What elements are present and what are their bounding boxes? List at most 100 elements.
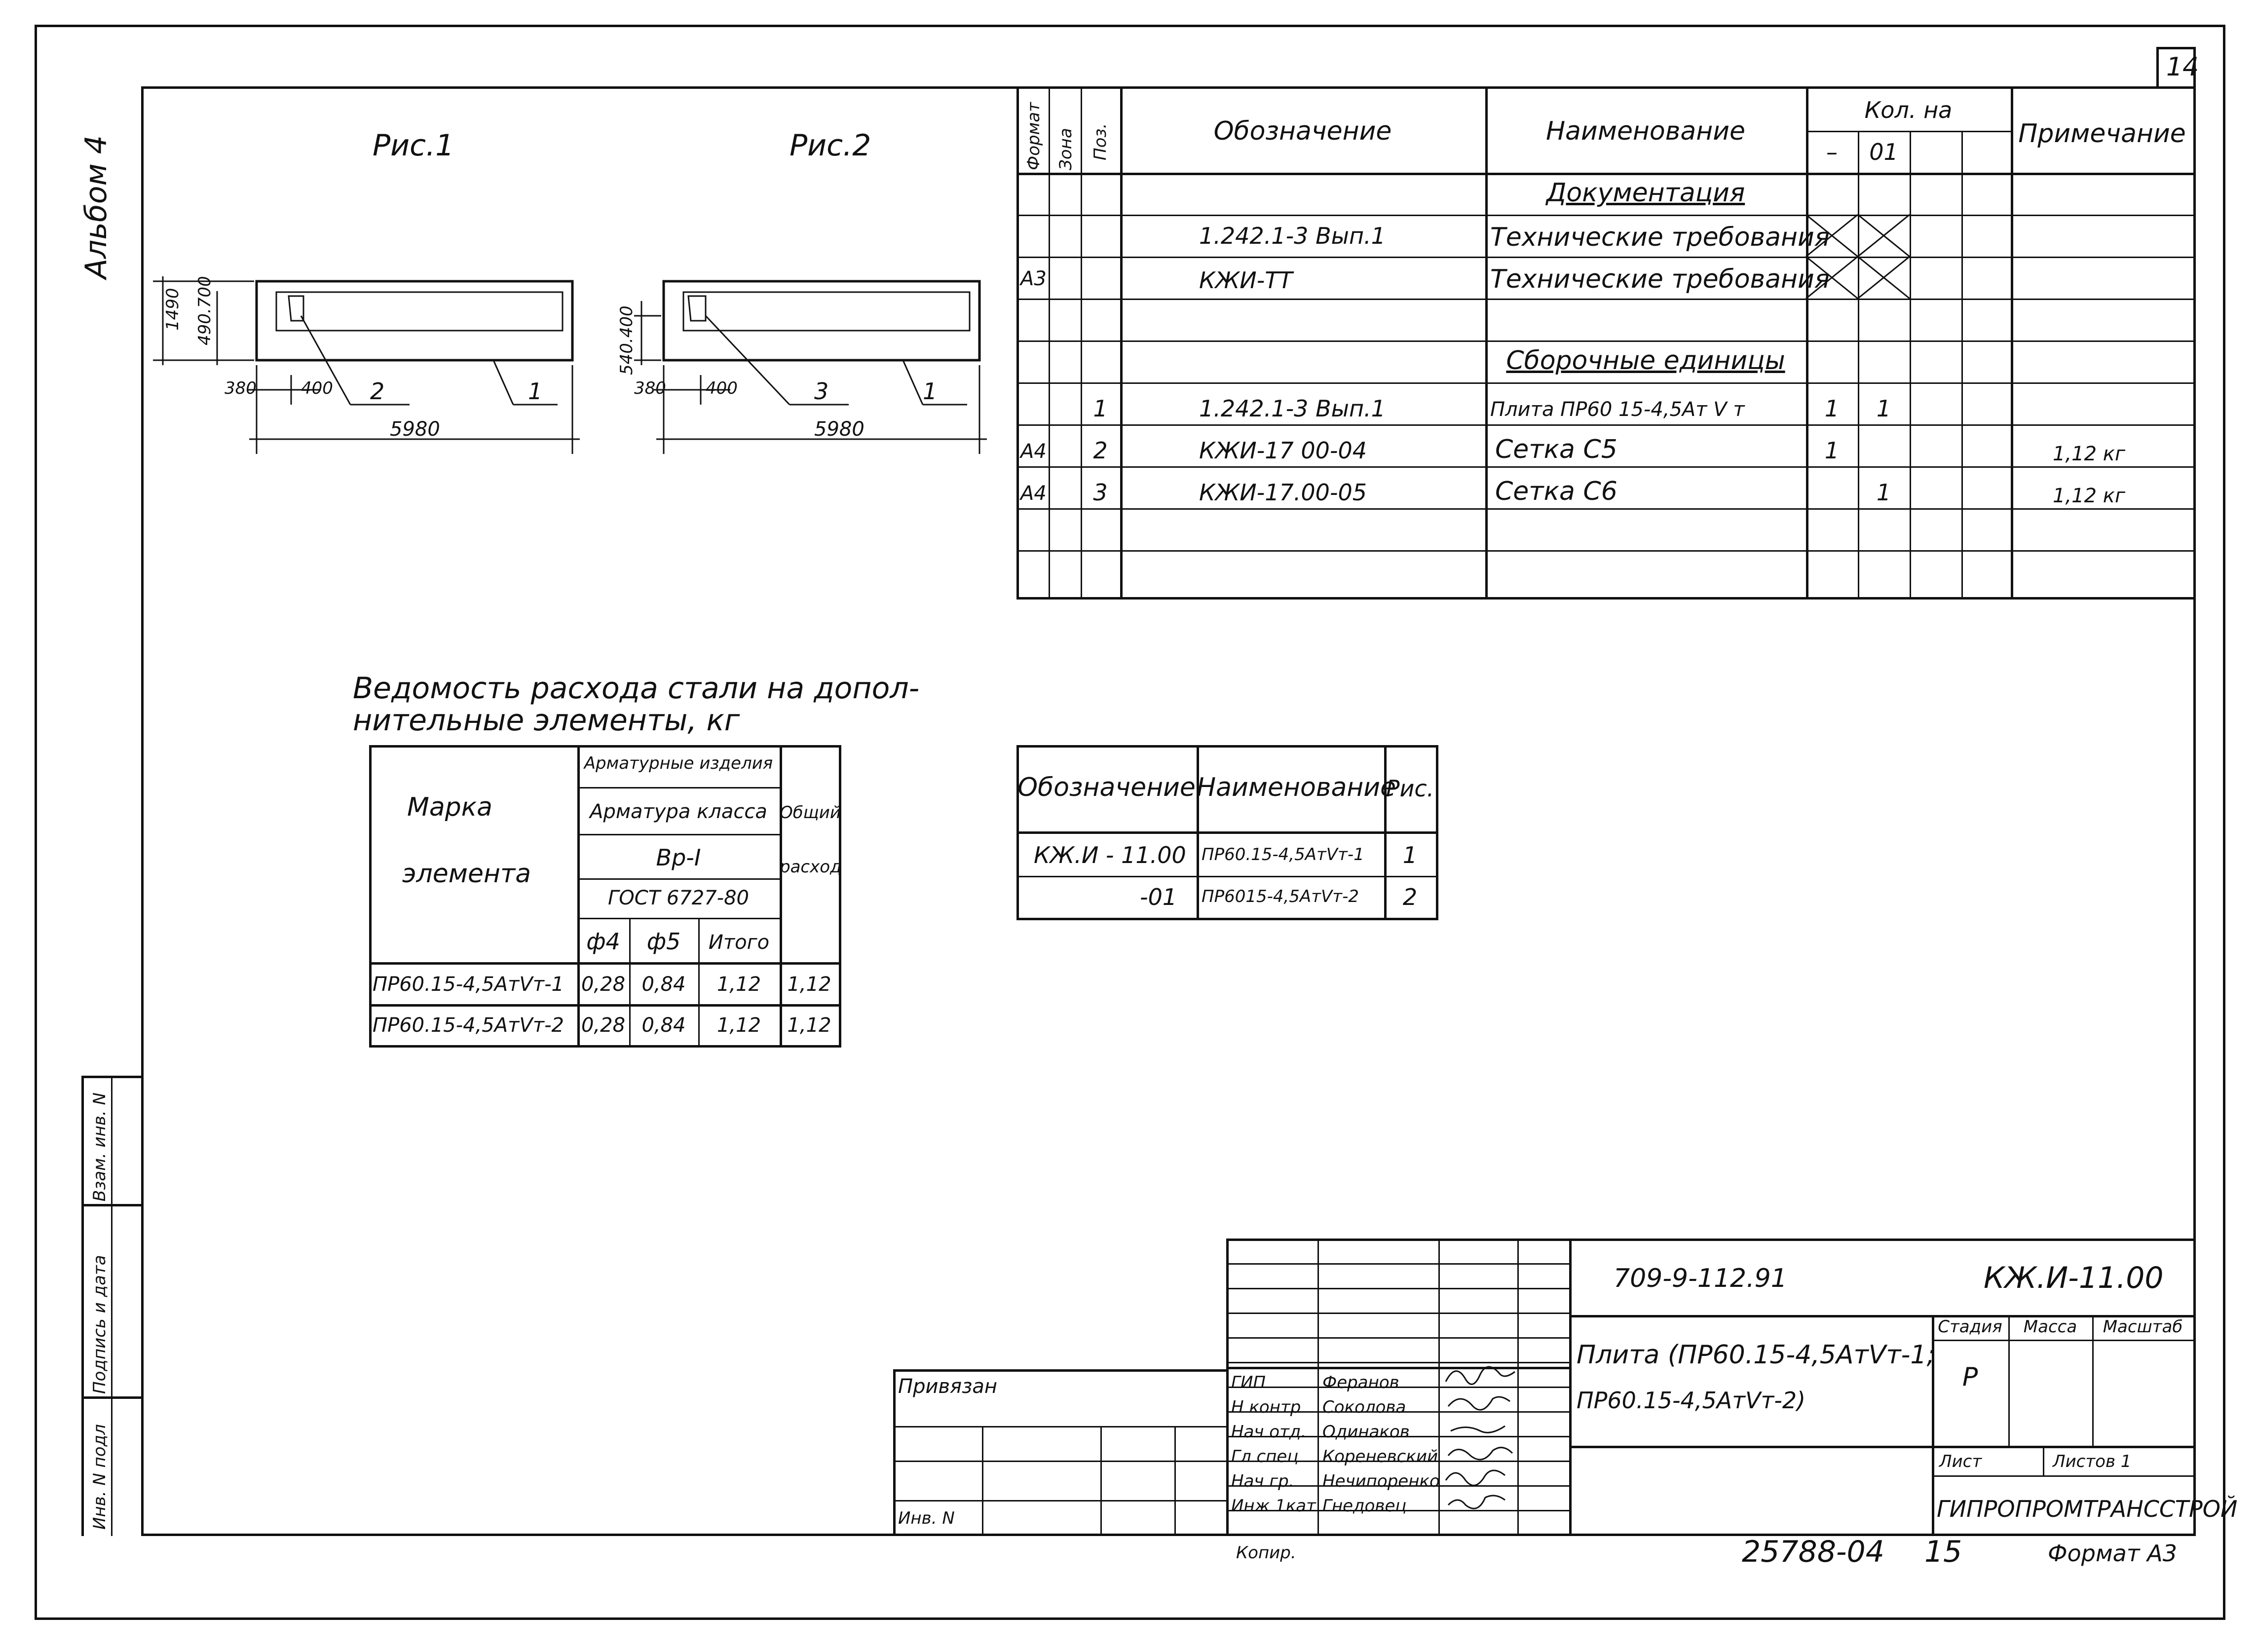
spec-row-format: А4 xyxy=(1020,440,1047,463)
spec-row-designation: 1.242.1-3 Вып.1 xyxy=(1199,395,1386,422)
staff-name: Нечипоренко xyxy=(1322,1471,1440,1491)
spec-row-name: Технические требования xyxy=(1490,223,1830,252)
staff-name: Соколова xyxy=(1322,1397,1406,1417)
spec-row-note: 1,12 кг xyxy=(2053,443,2125,465)
footer-format: Формат А3 xyxy=(2048,1540,2177,1567)
scale-label: Масштаб xyxy=(2103,1317,2183,1337)
stage-label: Стадия xyxy=(1938,1317,2002,1337)
inner-frame-right xyxy=(2193,47,2196,1536)
variants-row-name: ПР6015-4,5АтⅤт-2 xyxy=(1202,887,1359,906)
steel-row-d5: 0,84 xyxy=(641,1014,686,1037)
spec-row-pos: 3 xyxy=(1093,479,1108,506)
frame-bottom xyxy=(35,1617,2225,1620)
spec-row-designation: КЖИ-17 00-04 xyxy=(1199,437,1367,464)
spec-h-designation: Обозначение xyxy=(1213,116,1392,146)
variants-h-name: Наименование xyxy=(1197,773,1396,802)
steel-h-d4: ф4 xyxy=(586,928,620,955)
object-name-line2: ПР60.15-4,5АтⅤт-2) xyxy=(1577,1387,1806,1414)
steel-h-mark-l2: элемента xyxy=(402,859,531,889)
fig1-dim-left: 380 xyxy=(225,378,257,398)
steel-h-grade: Вр-Ⅰ xyxy=(656,844,701,871)
steel-row-total: 1,12 xyxy=(787,1014,831,1037)
spec-h-qty-b: 01 xyxy=(1869,139,1898,165)
staff-name: Феранов xyxy=(1322,1373,1399,1392)
frame-top xyxy=(35,25,2225,27)
frame-right xyxy=(2223,25,2225,1620)
spec-row-note: 1,12 кг xyxy=(2053,485,2125,507)
staff-name: Кореневский xyxy=(1322,1447,1438,1466)
footer-copied: Копир. xyxy=(1236,1543,1296,1563)
variants-row-name: ПР60.15-4,5АтⅤт-1 xyxy=(1202,845,1364,864)
steel-h-products: Арматурные изделия xyxy=(584,753,773,773)
variants-row-fig: 2 xyxy=(1402,884,1418,910)
staff-name: Одинаков xyxy=(1322,1422,1410,1442)
steel-row-sub: 1,12 xyxy=(716,1014,761,1037)
spec-row-name: Документация xyxy=(1546,178,1745,208)
fig1-title: Рис.1 xyxy=(373,128,454,163)
variants-h-fig: Рис. xyxy=(1386,775,1434,802)
spec-row-name: Сборочные единицы xyxy=(1506,346,1785,375)
spec-row-name: Технические требования xyxy=(1490,264,1830,294)
steel-h-total-l1: Общий xyxy=(780,803,841,823)
variants-row-designation: -01 xyxy=(1140,884,1177,910)
sheets-label: Листов 1 xyxy=(2053,1452,2132,1471)
fig2-dim-left: 380 xyxy=(634,378,666,398)
inner-frame-left xyxy=(141,86,144,1536)
variants-row-fig: 1 xyxy=(1402,842,1418,868)
staff-role: Н контр xyxy=(1231,1397,1301,1417)
spec-row-designation: КЖИ-ТТ xyxy=(1199,267,1293,294)
fig2-dim-length: 5980 xyxy=(814,418,865,441)
fig2-callout-a: 3 xyxy=(814,378,829,405)
steel-h-class: Арматура класса xyxy=(590,800,767,823)
steel-h-mark-l1: Марка xyxy=(407,792,493,822)
footer-archive-no: 25788-04 xyxy=(1742,1535,1884,1569)
fig2-callout-b: 1 xyxy=(923,378,938,405)
spec-row-format: А3 xyxy=(1020,267,1047,290)
spec-row-format: А4 xyxy=(1020,482,1047,505)
inv-label: Инв. N xyxy=(898,1508,955,1528)
staff-role: Инж 1кат xyxy=(1231,1496,1316,1516)
spec-row-name: Плита ПР60 15-4,5Ат Ⅴ т xyxy=(1490,398,1745,421)
doc-code: КЖ.И-11.00 xyxy=(1984,1261,2164,1295)
staff-role: Гл спец xyxy=(1231,1447,1299,1466)
fig1-dim-gap: 400 xyxy=(301,378,333,398)
variants-h-designation: Обозначение xyxy=(1017,773,1196,802)
steel-h-d5: ф5 xyxy=(646,928,681,955)
steel-row-mark: ПР60.15-4,5АтⅤт-2 xyxy=(373,1014,564,1037)
fig2-title: Рис.2 xyxy=(790,128,871,163)
spec-row-designation: КЖИ-17.00-05 xyxy=(1199,479,1367,506)
steel-title-line1: Ведомость расхода стали на допол- xyxy=(353,671,920,706)
steel-title-line2: нительные элементы, кг xyxy=(353,703,740,738)
object-name-line1: Плита (ПР60.15-4,5АтⅤт-1; xyxy=(1577,1340,1935,1370)
spec-row-qb: 1 xyxy=(1876,395,1891,422)
fig1-dim-length: 5980 xyxy=(390,418,440,441)
spec-row-qa: 1 xyxy=(1824,437,1840,464)
steel-row-d5: 0,84 xyxy=(641,973,686,996)
spec-h-note: Примечание xyxy=(2018,119,2186,149)
steel-row-sub: 1,12 xyxy=(716,973,761,996)
steel-row-d4: 0,28 xyxy=(581,1014,626,1037)
spec-row-qb: 1 xyxy=(1876,479,1891,506)
spec-h-qty: Кол. на xyxy=(1864,97,1953,123)
steel-row-d4: 0,28 xyxy=(581,973,626,996)
project-code: 709-9-112.91 xyxy=(1614,1264,1787,1293)
spec-h-qty-a: – xyxy=(1826,139,1838,165)
staff-name: Гнедовец xyxy=(1322,1496,1407,1516)
spec-row-designation: 1.242.1-3 Вып.1 xyxy=(1199,223,1386,249)
sheet-label: Лист xyxy=(1939,1452,1982,1471)
spec-row-qa: 1 xyxy=(1824,395,1840,422)
staff-role: Нач гр. xyxy=(1231,1471,1294,1491)
steel-h-total-l2: расход xyxy=(780,857,842,877)
steel-row-mark: ПР60.15-4,5АтⅤт-1 xyxy=(373,973,564,996)
spec-row-pos: 1 xyxy=(1093,395,1108,422)
sheet-number: 14 xyxy=(2166,52,2199,82)
stage-value: Р xyxy=(1962,1362,1978,1392)
footer-sheet-no: 15 xyxy=(1924,1535,1962,1569)
fig2-dim-gap: 400 xyxy=(706,378,738,398)
staff-role: ГИП xyxy=(1231,1373,1266,1392)
fig1-callout-b: 1 xyxy=(528,378,543,405)
steel-h-subtotal: Итого xyxy=(708,931,770,954)
